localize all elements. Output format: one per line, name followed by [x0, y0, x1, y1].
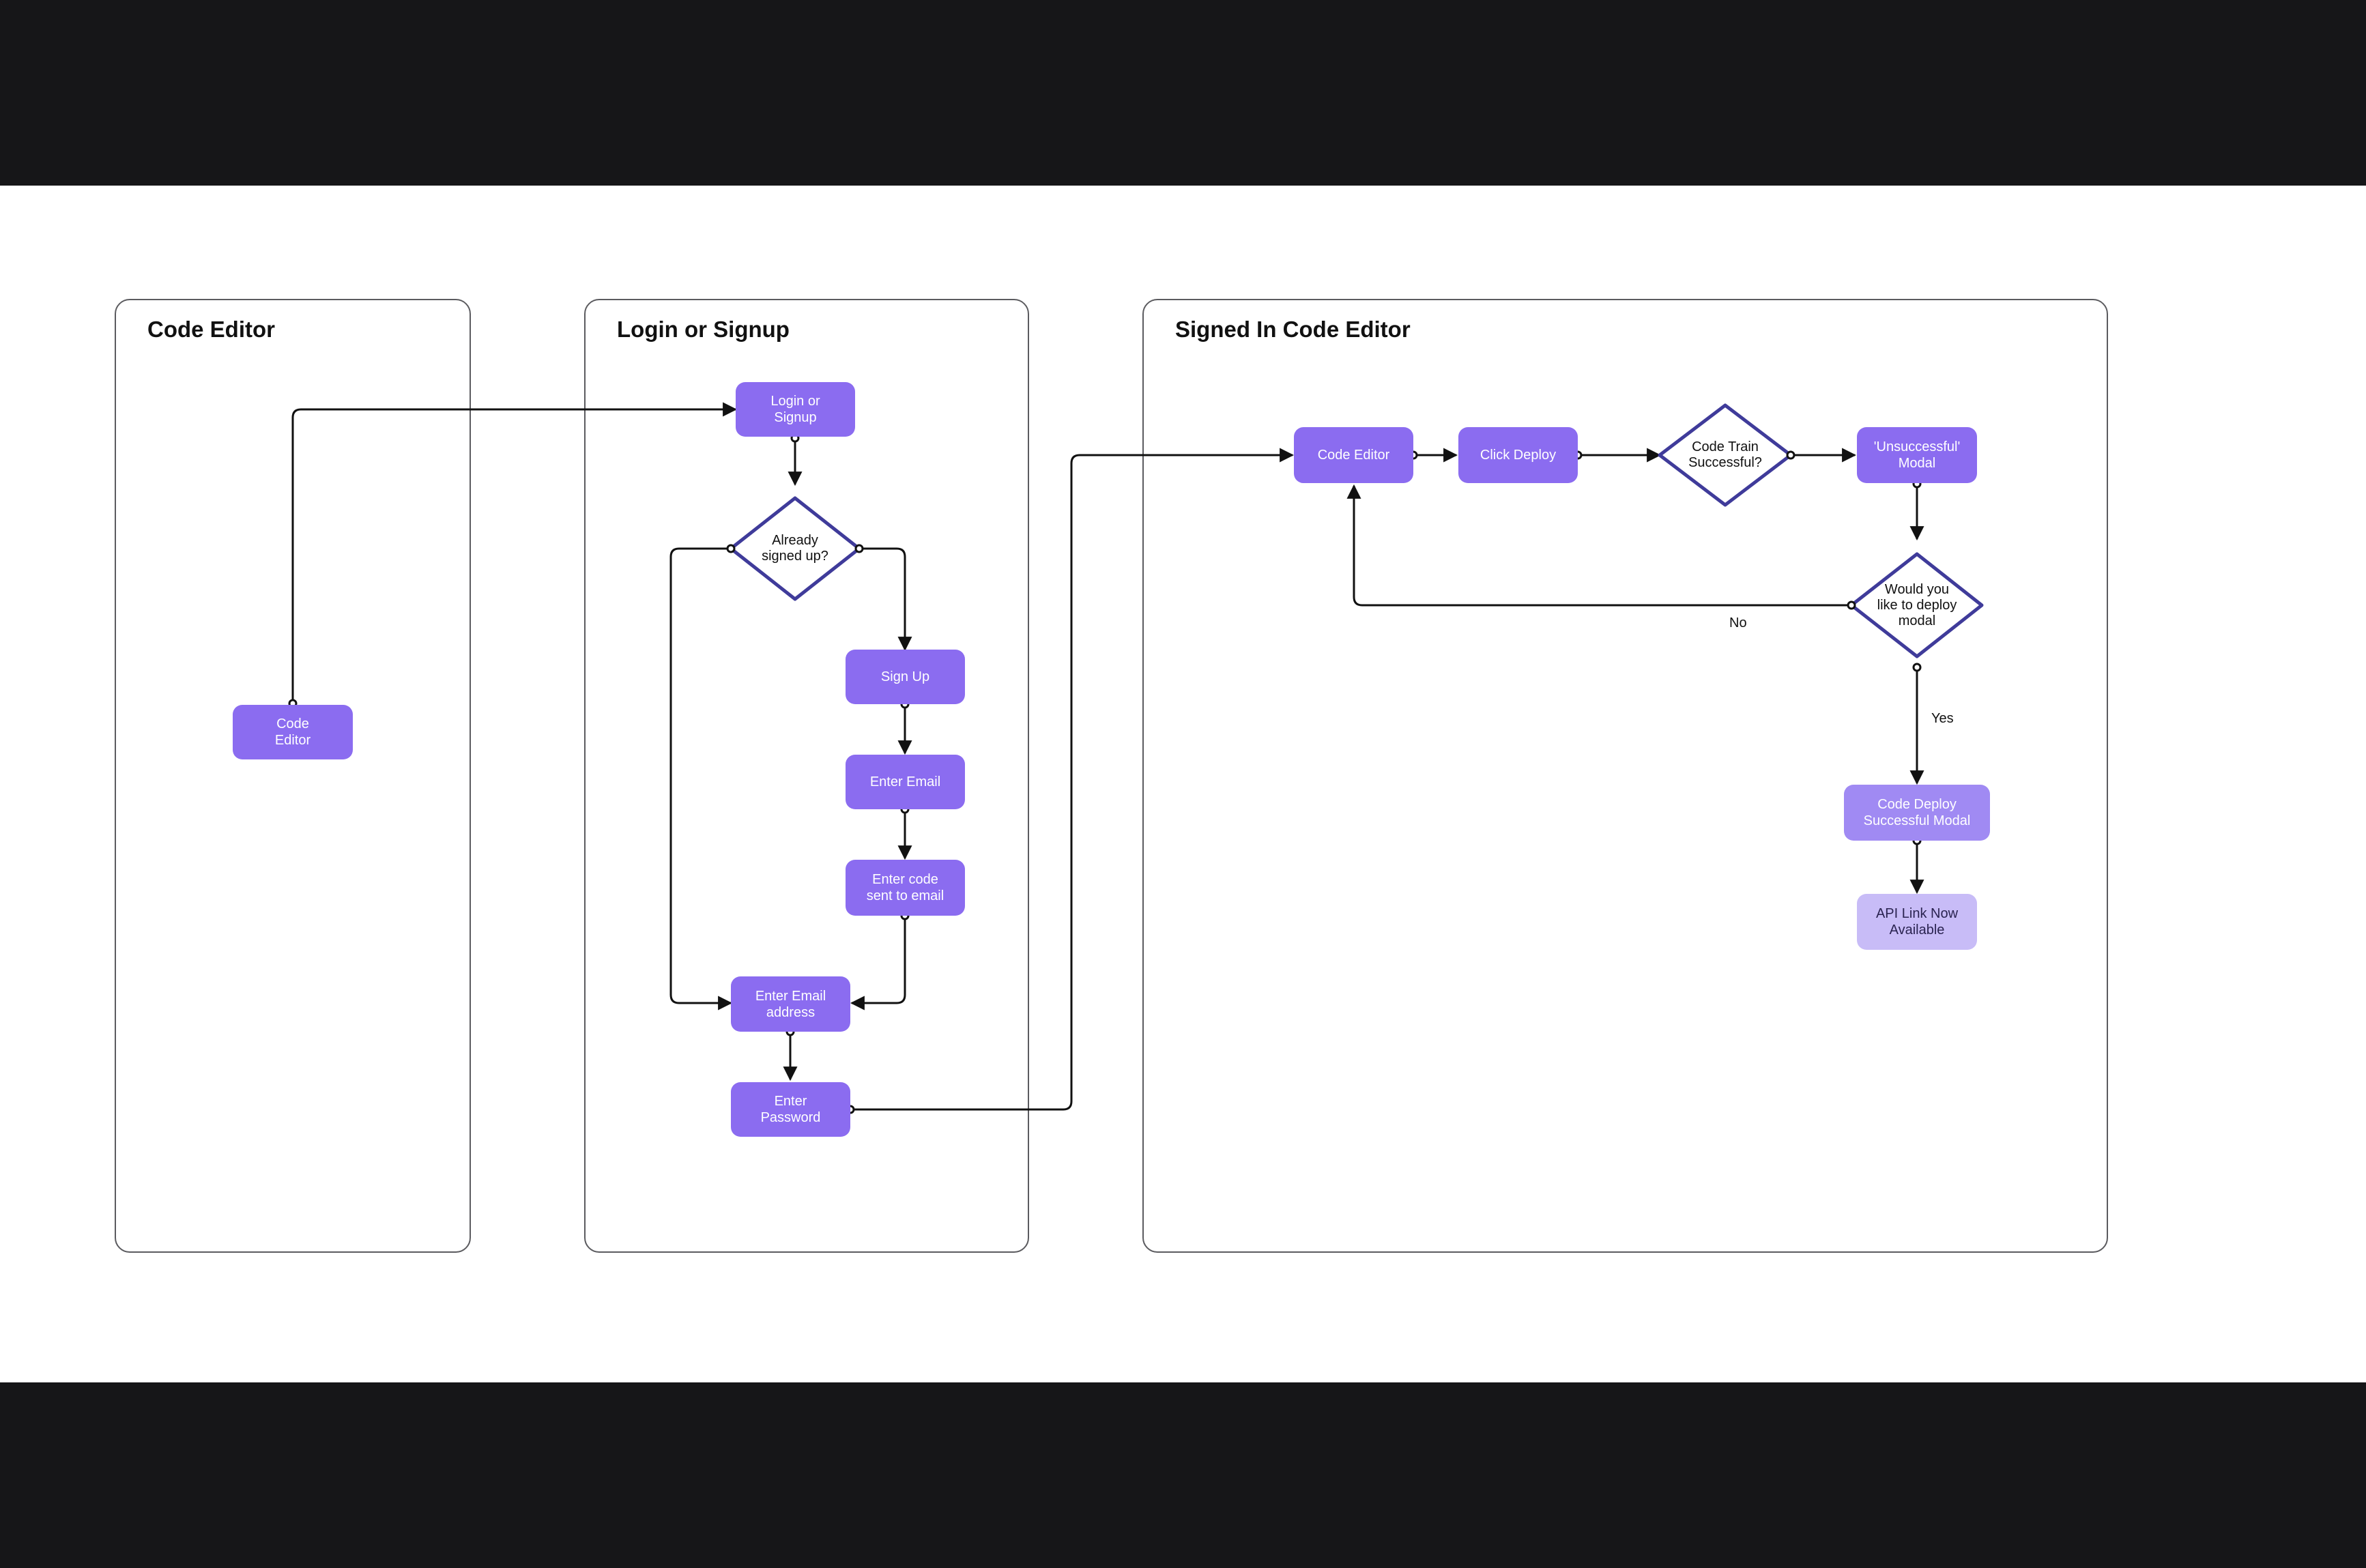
node-label-line: Enter code — [872, 872, 938, 887]
node-label-line: signed up? — [762, 549, 828, 564]
node-code-deploy-successful[interactable]: Code Deploy Successful Modal — [1844, 785, 1990, 841]
node-label-line: Enter Email — [869, 774, 941, 789]
edge-password-to-code-editor — [850, 448, 1295, 1111]
decision-code-train-successful — [1658, 403, 1793, 507]
connectors-layer — [288, 402, 1984, 1114]
node-label-line: Already — [772, 533, 818, 548]
node-enter-email-address[interactable]: Enter Email address — [731, 976, 850, 1032]
node-enter-password[interactable]: Enter Password — [731, 1082, 850, 1137]
decision-already-signed-up — [729, 496, 861, 601]
node-label-line: Modal — [1898, 456, 1936, 471]
lane-title: Signed In Code Editor — [1175, 317, 1411, 342]
edge-label-yes: Yes — [1931, 711, 1954, 726]
node-login-or-signup[interactable]: Login or Signup — [736, 382, 855, 437]
node-sign-up[interactable]: Sign Up — [846, 650, 965, 704]
lane-title: Code Editor — [147, 317, 275, 342]
node-label-line: Available — [1889, 923, 1945, 938]
node-label-line: Sign Up — [880, 669, 930, 684]
decision-label-would-you-like-deploy[interactable]: Would you like to deploy modal — [1862, 575, 1972, 636]
edge-deploy-decision-no — [1346, 484, 1851, 607]
port — [1847, 600, 1856, 610]
node-label-line: Click Deploy — [1480, 448, 1557, 463]
node-label-line: Successful Modal — [1863, 813, 1971, 828]
node-label-line: Editor — [274, 733, 311, 748]
node-label-line: Would you — [1884, 581, 1950, 597]
edge-decision-to-email-address — [669, 547, 733, 1011]
node-api-link-available[interactable]: API Link Now Available — [1857, 894, 1977, 950]
node-label-line: Successful? — [1688, 455, 1762, 470]
decision-would-you-like-deploy — [1849, 552, 1984, 658]
node-unsuccessful-modal[interactable]: 'Unsuccessful' Modal — [1857, 427, 1977, 483]
node-label-line: address — [766, 1004, 816, 1020]
node-label-line: Code — [276, 716, 309, 731]
node-label-line: API Link Now — [1875, 906, 1959, 921]
edge-decision-to-sign-up — [859, 547, 912, 652]
node-label-line: Password — [760, 1110, 821, 1125]
node-click-deploy[interactable]: Click Deploy — [1458, 427, 1578, 483]
edge-enter-code-to-email-address — [850, 916, 906, 1011]
node-label-line: Code Deploy — [1877, 797, 1957, 812]
port — [854, 544, 864, 553]
node-label-line: Code Train — [1692, 439, 1759, 454]
node-enter-code[interactable]: Enter code sent to email — [846, 860, 965, 916]
node-label-line: 'Unsuccessful' — [1873, 439, 1961, 454]
edge-label-no: No — [1729, 615, 1747, 630]
decision-label-already-signed-up[interactable]: Already signed up? — [740, 521, 850, 576]
port — [1786, 450, 1795, 460]
node-code-editor-start[interactable]: Code Editor — [233, 705, 353, 759]
lane-title: Login or Signup — [617, 317, 790, 342]
node-label-line: Enter Email — [755, 988, 826, 1004]
diagram-canvas: Code Editor Login or Signup Signed In Co… — [0, 186, 2366, 1382]
node-label-line: Login or — [770, 394, 820, 409]
port — [1912, 663, 1922, 672]
port — [726, 544, 736, 553]
node-label-line: like to deploy — [1877, 597, 1957, 613]
decision-label-code-train-successful[interactable]: Code Train Successful? — [1671, 428, 1780, 482]
node-label-line: Code Editor — [1317, 448, 1390, 463]
node-label-line: Signup — [774, 410, 817, 425]
node-code-editor-signed-in[interactable]: Code Editor — [1294, 427, 1413, 483]
node-enter-email[interactable]: Enter Email — [846, 755, 965, 809]
node-label-line: modal — [1898, 613, 1936, 628]
node-label-line: sent to email — [866, 888, 944, 903]
edge-code-editor-to-login — [291, 402, 738, 703]
node-label-line: Enter — [774, 1094, 807, 1109]
